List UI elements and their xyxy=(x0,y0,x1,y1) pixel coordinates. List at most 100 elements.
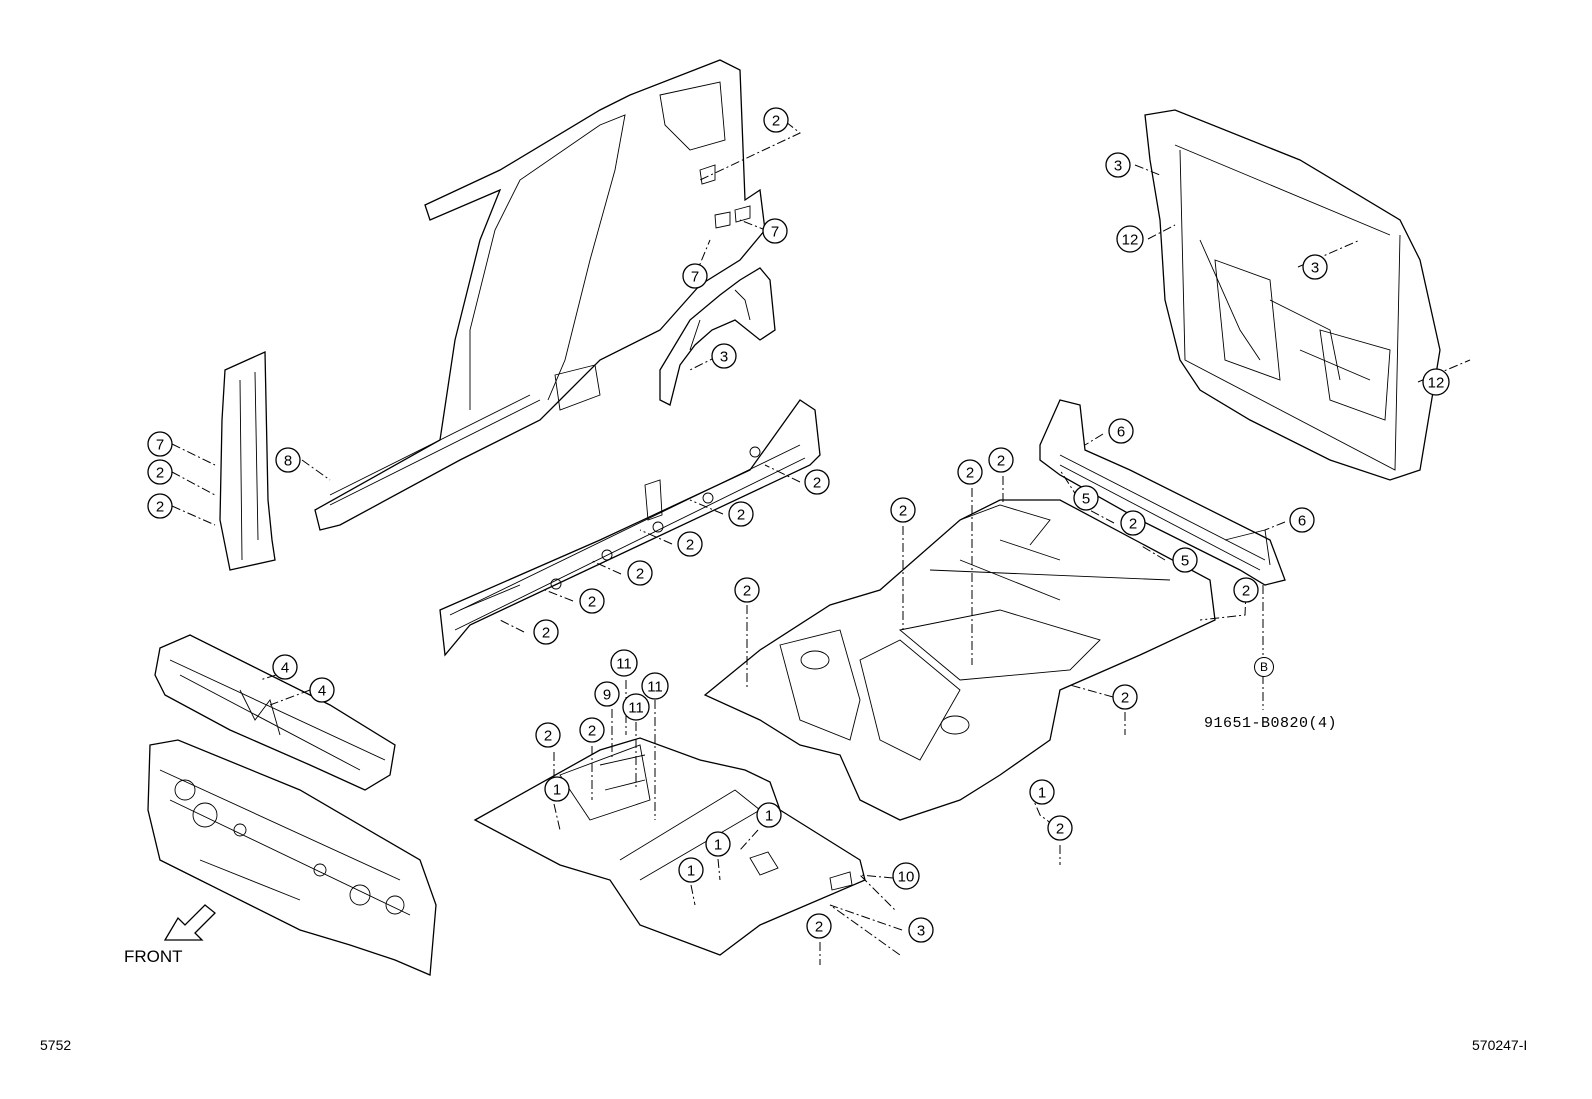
callout-5: 5 xyxy=(1172,547,1198,573)
callout-number: 2 xyxy=(1056,821,1064,838)
callout-circle xyxy=(622,693,650,721)
callout-8: 8 xyxy=(275,447,301,473)
callout-number: 2 xyxy=(813,475,821,492)
callout-circle xyxy=(1073,485,1099,511)
callout-2: 2 xyxy=(535,722,561,748)
callout-6: 6 xyxy=(1108,418,1134,444)
callout-number: 2 xyxy=(966,465,974,482)
callout-circle xyxy=(1422,368,1450,396)
callout-number: 3 xyxy=(1114,158,1122,175)
callout-circle xyxy=(544,776,570,802)
callout-2: 2 xyxy=(627,560,653,586)
callout-2: 2 xyxy=(988,447,1014,473)
callout-12: 12 xyxy=(1422,368,1450,396)
callout-2: 2 xyxy=(728,501,754,527)
callout-circle xyxy=(275,447,301,473)
callout-number: 2 xyxy=(899,503,907,520)
callout-number: 7 xyxy=(771,224,779,241)
callout-number: 12 xyxy=(1122,232,1139,249)
callout-number: 4 xyxy=(318,683,326,700)
callout-circle xyxy=(705,831,731,857)
callout-number: 10 xyxy=(898,869,915,886)
callout-2: 2 xyxy=(804,469,830,495)
callout-number: 2 xyxy=(588,594,596,611)
side-outer-panel xyxy=(314,59,766,531)
leader-lines xyxy=(171,121,1471,965)
callout-number: 3 xyxy=(917,923,925,940)
callout-number: 3 xyxy=(1311,260,1319,277)
callout-3: 3 xyxy=(1302,254,1328,280)
callout-number: 11 xyxy=(647,679,663,696)
callout-circle xyxy=(1172,547,1198,573)
callout-number: 1 xyxy=(1038,785,1046,802)
callout-circle xyxy=(734,577,760,603)
callout-11: 11 xyxy=(622,693,650,721)
callout-2: 2 xyxy=(763,107,789,133)
callout-number: 5 xyxy=(1181,553,1189,570)
callout-number: 2 xyxy=(1129,516,1137,533)
callout-2: 2 xyxy=(533,619,559,645)
callout-circle xyxy=(309,677,335,703)
callout-number: 1 xyxy=(553,782,561,799)
callout-11: 11 xyxy=(610,649,638,677)
front-arrow xyxy=(163,904,216,941)
callout-6: 6 xyxy=(1289,507,1315,533)
callout-circle xyxy=(890,497,916,523)
callout-7: 7 xyxy=(147,431,173,457)
callout-circle xyxy=(147,431,173,457)
callout-number: 7 xyxy=(156,437,164,454)
page-id-left: 5752 xyxy=(40,1037,72,1053)
callout-number: 2 xyxy=(686,537,694,554)
callout-3: 3 xyxy=(908,917,934,943)
callout-4: 4 xyxy=(272,654,298,680)
callout-2: 2 xyxy=(579,717,605,743)
callout-circle xyxy=(1302,254,1328,280)
callout-1: 1 xyxy=(678,857,704,883)
callout-circle xyxy=(627,560,653,586)
front-pillar xyxy=(219,351,276,571)
callout-number: 4 xyxy=(281,660,289,677)
callout-circle xyxy=(594,681,620,707)
callout-circle xyxy=(711,343,737,369)
callout-circle xyxy=(1116,225,1144,253)
callout-circle xyxy=(147,493,173,519)
callout-number: 2 xyxy=(1242,583,1250,600)
callout-circle xyxy=(756,802,782,828)
callout-circle xyxy=(1105,152,1131,178)
callout-4: 4 xyxy=(309,677,335,703)
callout-11: 11 xyxy=(641,672,669,700)
callout-circle xyxy=(762,218,788,244)
callout-number: 2 xyxy=(737,507,745,524)
callout-number: 2 xyxy=(743,583,751,600)
callout-9: 9 xyxy=(594,681,620,707)
callout-circle xyxy=(579,717,605,743)
callout-number: 2 xyxy=(544,728,552,745)
callout-number: 2 xyxy=(156,499,164,516)
callout-circle xyxy=(682,263,708,289)
callout-number: 2 xyxy=(1121,690,1129,707)
callout-number: 12 xyxy=(1428,375,1445,392)
callout-circle xyxy=(892,862,920,890)
callout-2: 2 xyxy=(147,459,173,485)
callout-number: 9 xyxy=(603,687,611,704)
callout-circle xyxy=(763,107,789,133)
ref-b-marker: B xyxy=(1254,657,1274,677)
callout-number: 6 xyxy=(1298,513,1306,530)
callout-circle xyxy=(610,649,638,677)
callout-circle xyxy=(533,619,559,645)
callout-number: 2 xyxy=(156,465,164,482)
callout-2: 2 xyxy=(147,493,173,519)
callout-2: 2 xyxy=(1120,510,1146,536)
callout-circle xyxy=(272,654,298,680)
front-floor-pan xyxy=(473,737,866,956)
callout-number: 2 xyxy=(542,625,550,642)
callout-circle xyxy=(677,531,703,557)
front-label: FRONT xyxy=(124,947,183,966)
callout-5: 5 xyxy=(1073,485,1099,511)
callout-2: 2 xyxy=(1112,684,1138,710)
callout-circle xyxy=(957,459,983,485)
callout-number: 11 xyxy=(628,700,644,717)
callout-circle xyxy=(641,672,669,700)
callout-circle xyxy=(535,722,561,748)
